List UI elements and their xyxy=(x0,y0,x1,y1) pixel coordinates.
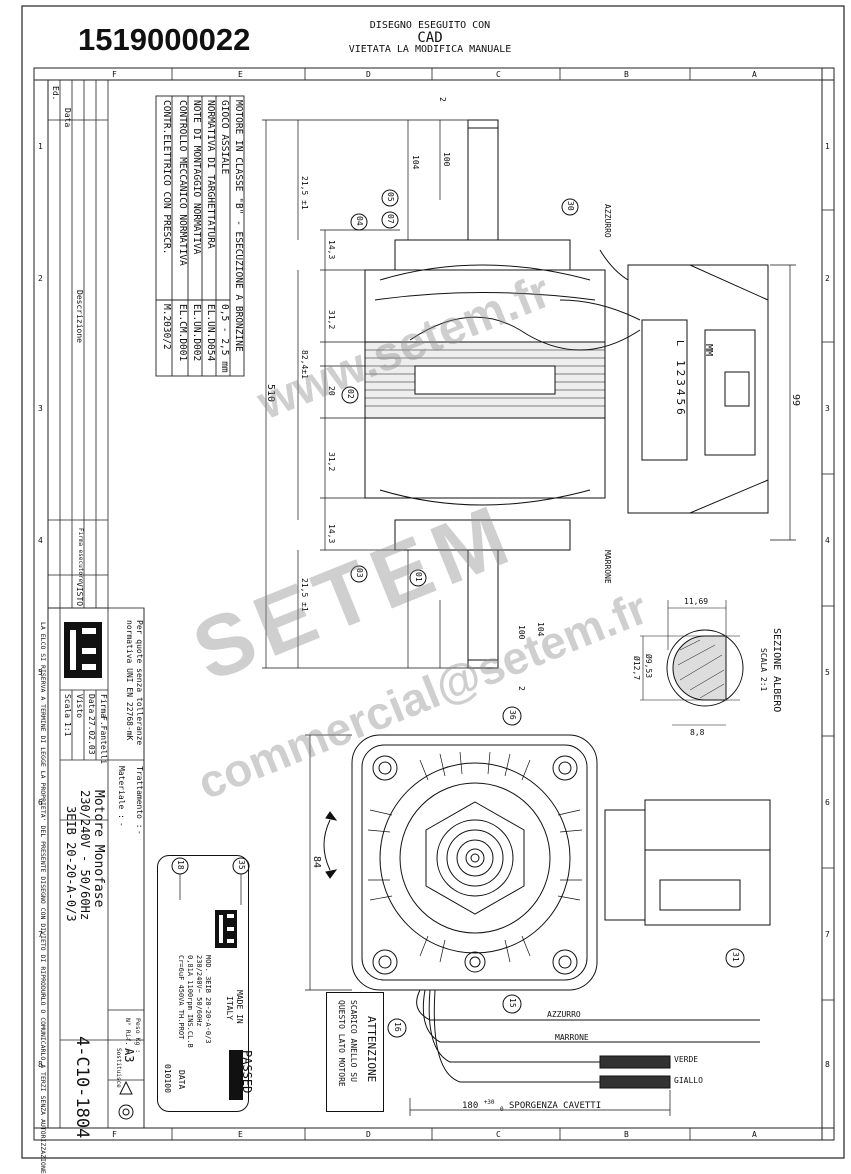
frame-number-2: 2 xyxy=(825,274,830,283)
frame-number-8-left: 8 xyxy=(38,1060,43,1069)
cad-note-line1: DISEGNO ESEGUITO CON xyxy=(369,20,491,31)
projection-symbol xyxy=(118,1080,134,1120)
nameplate-line3: Cr=6uF 450VA TH.PROT xyxy=(177,955,185,1040)
cable-length-tol-minus: 0 xyxy=(499,1105,504,1113)
frame-number-8: 8 xyxy=(825,1060,830,1069)
balloon-35: 35 xyxy=(237,860,246,870)
frame-number-7: 7 xyxy=(825,930,830,939)
cad-note: DISEGNO ESEGUITO CON CAD VIETATA LA MODI… xyxy=(330,20,530,56)
section-dim-88: 8,8 xyxy=(690,728,705,737)
nameplate-line2: 0,81A 1100rpm INS.CL.B xyxy=(186,955,194,1048)
frame-letter-e-bottom: E xyxy=(238,1130,243,1139)
wire-label-giallo: GIALLO xyxy=(674,1076,703,1085)
frame-number-1: 1 xyxy=(825,142,830,151)
frame-number-6-left: 6 xyxy=(38,798,43,807)
frame-number-1-left: 1 xyxy=(38,142,43,151)
frame-letter-b-bottom: B xyxy=(624,1130,629,1139)
side-view-balloons xyxy=(341,189,579,587)
frame-letter-c-bottom: C xyxy=(496,1130,501,1139)
frame-letter-b: B xyxy=(624,70,629,79)
frame-number-4: 4 xyxy=(825,536,830,545)
frame-letter-c: C xyxy=(496,70,501,79)
frame-letter-d-bottom: D xyxy=(366,1130,371,1139)
frame-letter-d: D xyxy=(366,70,371,79)
frame-number-2-left: 2 xyxy=(38,274,43,283)
frame-number-7-left: 7 xyxy=(38,930,43,939)
frame-number-3-left: 3 xyxy=(38,404,43,413)
nameplate-made-in: MADE IN xyxy=(235,990,244,1024)
drawing-code: 1519000022 xyxy=(78,22,251,57)
frame-letter-a-bottom: A xyxy=(752,1130,757,1139)
warning-box xyxy=(326,992,384,1112)
wire-label-azzurro: AZZURRO xyxy=(547,1010,581,1019)
nameplate-passed: PASSED xyxy=(240,1050,254,1094)
cable-length-label: SPORGENZA CAVETTI xyxy=(509,1101,602,1111)
cad-note-line2: CAD xyxy=(417,30,443,46)
frame-letter-a: A xyxy=(752,70,757,79)
frame-letter-f: F xyxy=(112,70,117,79)
balloon-18: 18 xyxy=(176,860,185,870)
nameplate-data-value: 010100 xyxy=(163,1064,172,1093)
nameplate-data-label: DATA xyxy=(177,1070,186,1090)
frame-letter-f-bottom: F xyxy=(112,1130,117,1139)
section-dim-1169: 11,69 xyxy=(684,597,709,606)
nameplate-mod: MOD. 3EIB 20-20-A-0/3 xyxy=(204,955,212,1044)
frame-letter-e: E xyxy=(238,70,243,79)
cad-note-line3: VIETATA LA MODIFICA MANUALE xyxy=(348,44,512,55)
frame-number-6: 6 xyxy=(825,798,830,807)
frame-number-3: 3 xyxy=(825,404,830,413)
frame-number-5: 5 xyxy=(825,668,830,677)
cable-length: 180 +30 0 SPORGENZA CAVETTI xyxy=(462,1099,601,1113)
wire-label-verde: VERDE xyxy=(674,1055,699,1064)
wire-label-marrone: MARRONE xyxy=(555,1033,589,1042)
frame-number-4-left: 4 xyxy=(38,536,43,545)
cable-length-value: 180 xyxy=(462,1101,479,1111)
nameplate-line1: 230/240V~ 50/60Hz xyxy=(195,955,203,1027)
frame-number-5-left: 5 xyxy=(38,668,43,677)
nameplate-italy: ITALY xyxy=(225,996,234,1021)
nameplate xyxy=(157,855,249,1112)
elco-logo xyxy=(64,622,102,678)
cable-length-tol-plus: +30 xyxy=(483,1099,495,1106)
